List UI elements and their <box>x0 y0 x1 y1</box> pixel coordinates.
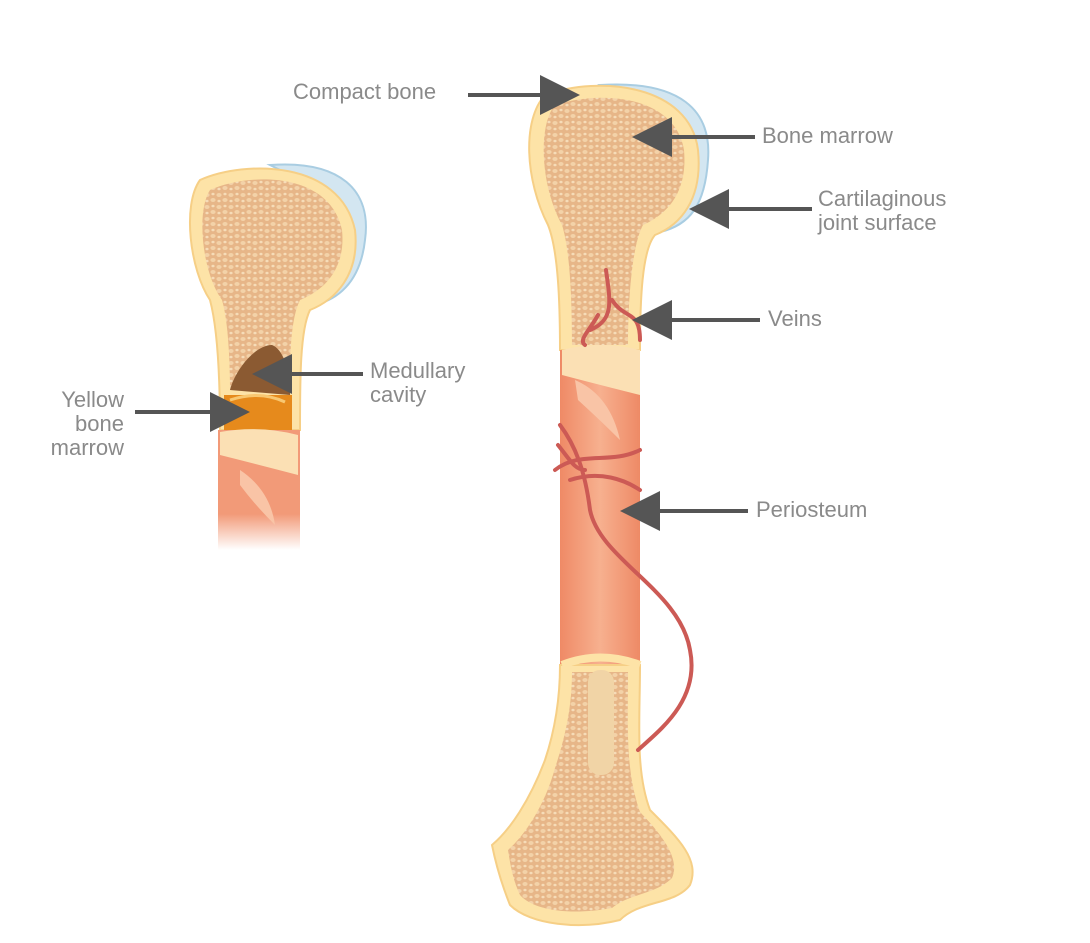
label-periosteum: Periosteum <box>756 497 868 522</box>
label-compact-bone: Compact bone <box>293 79 437 104</box>
bone-marrow-head <box>543 97 685 346</box>
compact-bone-cut <box>562 345 640 395</box>
bone-marrow-base <box>508 672 675 912</box>
long-bone <box>490 83 710 926</box>
label-yellow-bone-marrow: Yellow bone marrow <box>30 388 124 460</box>
periosteum <box>560 350 640 665</box>
bone-marrow-small <box>202 179 343 390</box>
label-yellow-line3: marrow <box>50 435 124 460</box>
label-yellow-line2: bone <box>75 411 124 436</box>
label-cartilage-line2: joint surface <box>818 210 937 235</box>
label-medullary-line2: cavity <box>370 382 427 407</box>
label-cartilage-line1: Cartilaginous <box>818 186 947 211</box>
veins <box>553 268 694 752</box>
label-yellow-line1: Yellow <box>61 387 124 412</box>
label-medullary-line1: Medullary <box>370 358 466 383</box>
label-arrows <box>135 75 812 531</box>
label-veins: Veins <box>768 306 822 331</box>
medullary-cavity-large <box>588 670 614 775</box>
label-cartilage: Cartilaginous joint surface <box>818 187 946 235</box>
label-medullary-cavity: Medullary cavity <box>370 359 465 407</box>
label-bone-marrow: Bone marrow <box>762 123 893 148</box>
cut-bone <box>189 163 367 550</box>
